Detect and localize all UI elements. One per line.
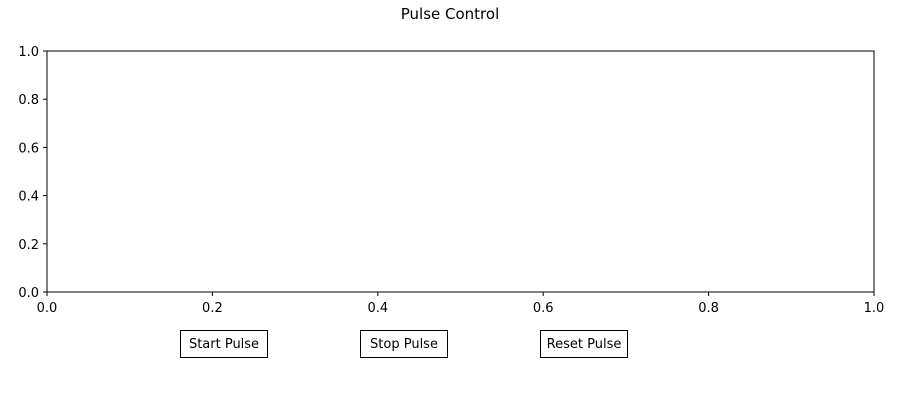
stop-pulse-button[interactable]: Stop Pulse — [360, 330, 448, 358]
y-tick-label: 0.2 — [18, 238, 39, 253]
y-axis: 0.0 0.2 0.4 0.6 0.8 1.0 — [18, 45, 47, 301]
start-pulse-button[interactable]: Start Pulse — [180, 330, 268, 358]
y-tick-label: 0.0 — [18, 286, 39, 301]
x-tick-label: 0.2 — [202, 301, 223, 316]
x-tick-label: 0.4 — [367, 301, 388, 316]
figure-title: Pulse Control — [400, 5, 500, 23]
y-tick-label: 0.4 — [18, 190, 39, 205]
axes-frame — [46, 50, 875, 293]
x-tick-label: 0.0 — [37, 301, 58, 316]
x-tick-label: 0.6 — [533, 301, 554, 316]
x-tick-label: 0.8 — [698, 301, 719, 316]
x-axis: 0.0 0.2 0.4 0.6 0.8 1.0 — [37, 292, 885, 316]
x-tick-label: 1.0 — [864, 301, 885, 316]
y-tick-label: 0.8 — [18, 93, 39, 108]
y-tick-label: 0.6 — [18, 141, 39, 156]
reset-pulse-button[interactable]: Reset Pulse — [540, 330, 628, 358]
y-tick-label: 1.0 — [18, 45, 39, 60]
